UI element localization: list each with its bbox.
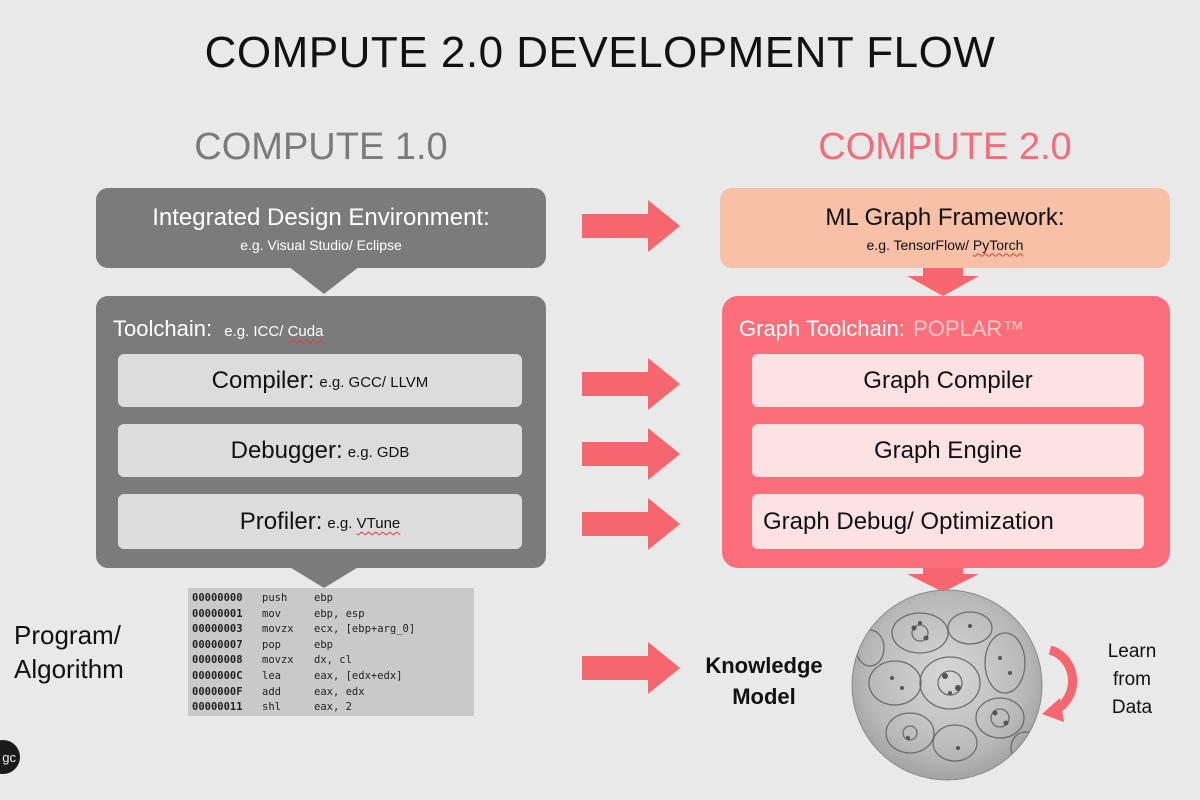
toolchain-example-cuda: Cuda [287, 323, 324, 340]
ide-label: Integrated Design Environment: [152, 203, 490, 231]
assembly-address: 0000000F [192, 685, 243, 698]
poplar-brand: POPLAR™ [913, 316, 1025, 341]
framework-to-toolchain-arrow [907, 266, 979, 296]
debugger-example: e.g. GDB [347, 444, 410, 461]
assembly-line: 0000000F add eax, edx [192, 685, 474, 701]
compiler-example: e.g. GCC/ LLVM [319, 374, 429, 391]
graph-debug-label: Graph Debug/ Optimization [763, 507, 1054, 535]
profiler-box: Profiler: e.g. VTune [118, 494, 522, 549]
graph-engine-box: Graph Engine [752, 424, 1144, 477]
assembly-opcode: add [262, 685, 281, 698]
assembly-line: 00000003 movzx ecx, [ebp+arg_0] [192, 622, 474, 638]
program-algorithm-label: Program/ Algorithm [14, 620, 124, 684]
graph-toolchain-label: Graph Toolchain: [739, 316, 905, 341]
assembly-address: 00000003 [192, 623, 243, 636]
toolchain-header: Toolchain: e.g. ICC/ Cuda [113, 316, 323, 342]
assembly-address: 00000007 [192, 638, 243, 651]
graph-compiler-label: Graph Compiler [863, 366, 1033, 394]
assembly-line: 00000007 pop ebp [192, 638, 474, 654]
ide-box: Integrated Design Environment: e.g. Visu… [96, 188, 546, 268]
assembly-operand: eax, edx [314, 685, 365, 698]
toolchain-to-program-arrow [288, 566, 360, 588]
assembly-operand: eax, 2 [314, 701, 352, 714]
graph-compiler-box: Graph Compiler [752, 354, 1144, 407]
ide-to-toolchain-arrow [288, 266, 360, 294]
assembly-opcode: push [262, 592, 288, 604]
assembly-line: 00000011 shl eax, 2 [192, 700, 474, 716]
learn-from-data-label: Learn from Data [1107, 641, 1157, 718]
assembly-operand: ebp [314, 638, 333, 651]
assembly-line: 00000001 mov ebp, esp [192, 607, 474, 623]
debugger-box: Debugger: e.g. GDB [118, 424, 522, 477]
ide-example: e.g. Visual Studio/ Eclipse [240, 236, 402, 253]
compiler-label: Compiler: [211, 366, 315, 394]
graph-toolchain-box: Graph Toolchain: POPLAR™ Graph Compiler … [722, 296, 1170, 568]
ml-framework-label: ML Graph Framework: [825, 203, 1065, 231]
diagram-title: COMPUTE 2.0 DEVELOPMENT FLOW [204, 28, 996, 77]
assembly-opcode: movzx [262, 623, 294, 636]
compute-1-heading: COMPUTE 1.0 [194, 126, 448, 168]
assembly-opcode: shl [262, 701, 281, 714]
compute-2-heading: COMPUTE 2.0 [818, 126, 1072, 168]
assembly-operand: ebp, esp [314, 607, 365, 620]
assembly-address: 00000001 [192, 607, 243, 620]
toolchain-label: Toolchain: [113, 316, 213, 341]
assembly-operand: ecx, [ebp+arg_0] [314, 623, 416, 636]
assembly-opcode: movzx [262, 654, 294, 667]
debugger-to-graph-engine-arrow [582, 428, 680, 480]
ml-framework-box: ML Graph Framework: e.g. TensorFlow/ PyT… [720, 188, 1170, 268]
graph-engine-label: Graph Engine [873, 436, 1023, 464]
assembly-address: 00000011 [192, 701, 243, 714]
knowledge-graph-image [851, 589, 1043, 781]
assembly-operand: ebp [314, 592, 333, 604]
graph-toolchain-header: Graph Toolchain: POPLAR™ [739, 316, 1024, 342]
assembly-operand: eax, [edx+edx] [314, 669, 403, 682]
graph-debug-box: Graph Debug/ Optimization [752, 494, 1144, 549]
learn-loop-arrow [1042, 645, 1078, 722]
toolchain-to-model-arrow [907, 566, 979, 592]
assembly-line: 0000000C lea eax, [edx+edx] [192, 669, 474, 685]
assembly-line: 00000008 movzx dx, cl [192, 653, 474, 669]
assembly-address: 00000000 [192, 592, 243, 604]
compiler-box: Compiler: e.g. GCC/ LLVM [118, 354, 522, 407]
ide-to-framework-arrow [582, 200, 680, 252]
assembly-operand: dx, cl [314, 654, 352, 667]
assembly-opcode: mov [262, 607, 281, 620]
profiler-label: Profiler: [239, 507, 323, 535]
knowledge-model-label: Knowledge Model [705, 653, 823, 709]
ml-framework-example: e.g. TensorFlow/ [866, 236, 973, 253]
graphcore-logo: gc [0, 740, 20, 774]
assembly-line: 00000000 push ebp [192, 591, 474, 607]
ml-framework-example-pytorch: PyTorch [972, 236, 1024, 253]
assembly-address: 00000008 [192, 654, 243, 667]
toolchain-box: Toolchain: e.g. ICC/ Cuda Compiler: e.g.… [96, 296, 546, 568]
assembly-opcode: pop [262, 638, 281, 651]
assembly-opcode: lea [262, 669, 281, 682]
profiler-example: e.g. [327, 515, 357, 532]
profiler-example-vtune: VTune [356, 515, 401, 532]
profiler-to-graph-debug-arrow [582, 498, 680, 550]
program-to-knowledge-arrow [582, 642, 680, 694]
compiler-to-graph-compiler-arrow [582, 358, 680, 410]
debugger-label: Debugger: [230, 436, 343, 464]
assembly-address: 0000000C [192, 669, 243, 682]
toolchain-example: e.g. ICC/ [224, 323, 288, 340]
